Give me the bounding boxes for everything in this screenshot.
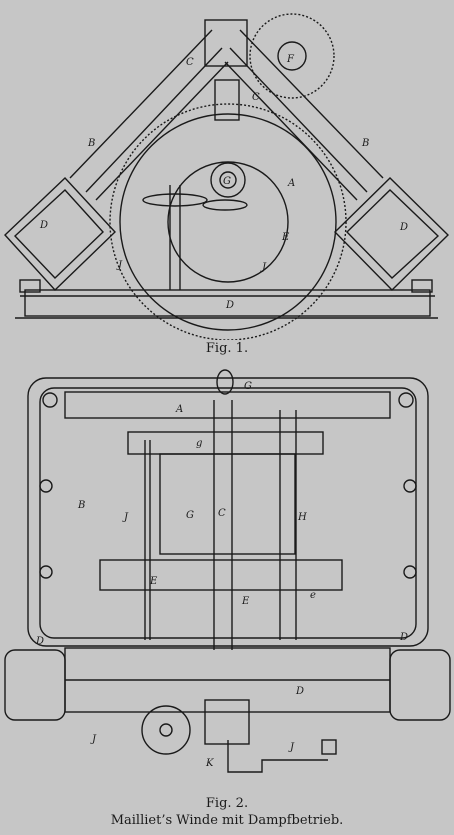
- label-fig2-H: H: [297, 512, 307, 523]
- top-roller-bar: [64, 391, 391, 419]
- label-fig1-D-left: D: [39, 220, 48, 231]
- figure-1-illustration: B B D D C C F G A E J J D: [4, 13, 449, 340]
- label-fig2-G-top: G: [244, 381, 252, 392]
- left-cylinder: [4, 177, 116, 292]
- label-fig2-J-bottom-right: J: [288, 742, 295, 753]
- hub: [210, 162, 246, 198]
- label-fig2-B: B: [77, 500, 85, 511]
- cylinder-housing: [64, 647, 391, 713]
- label-fig1-D-right: D: [399, 222, 408, 233]
- right-arm: [239, 29, 384, 179]
- central-crosshead: [204, 19, 248, 67]
- drum: [159, 453, 296, 555]
- left-cylinder-bottom: [4, 649, 66, 721]
- label-fig1-E: E: [281, 232, 290, 243]
- right-cylinder: [334, 177, 449, 291]
- flywheel: [141, 705, 191, 755]
- label-fig1-B-left: B: [87, 138, 95, 149]
- figure-1-caption: Fig. 1.: [205, 341, 249, 356]
- label-fig2-g: g: [196, 438, 202, 449]
- label-fig2-D-left: D: [35, 636, 44, 647]
- label-fig1-B-right: B: [361, 138, 369, 149]
- label-fig1-J-right: J: [260, 262, 267, 273]
- label-fig2-C: C: [218, 508, 226, 519]
- label-fig2-K: K: [205, 758, 214, 769]
- figure-title-caption: Mailliet’s Winde mit Dampfbetrieb.: [110, 813, 344, 828]
- label-fig1-J-left: J: [116, 260, 123, 271]
- large-gear: [99, 559, 343, 591]
- left-arm: [69, 29, 213, 179]
- label-fig1-A: A: [287, 178, 295, 189]
- label-fig2-J-left: J: [122, 512, 129, 523]
- figure-2-caption: Fig. 2.: [205, 796, 249, 811]
- outer-frame: [27, 377, 429, 647]
- label-fig1-D-base: D: [225, 300, 234, 311]
- label-fig1-C-left: C: [186, 57, 194, 68]
- label-fig2-E-left: E: [149, 576, 158, 587]
- label-fig1-C-right: C: [252, 92, 260, 103]
- label-fig2-J-bottom-left: J: [90, 734, 97, 745]
- label-fig2-D-right: D: [399, 632, 408, 643]
- label-fig1-G: G: [223, 176, 231, 187]
- label-fig2-E-center: E: [241, 596, 250, 607]
- label-fig2-A: A: [175, 404, 183, 415]
- right-cylinder-bottom: [389, 649, 451, 721]
- label-fig2-G: G: [186, 510, 194, 521]
- label-fig2-D-center: D: [295, 686, 304, 697]
- base-plate: [24, 289, 431, 317]
- label-fig1-F: F: [286, 54, 295, 65]
- top-gear: [249, 13, 335, 99]
- drum-top-flange: [127, 431, 324, 455]
- label-fig2-e: e: [310, 590, 316, 601]
